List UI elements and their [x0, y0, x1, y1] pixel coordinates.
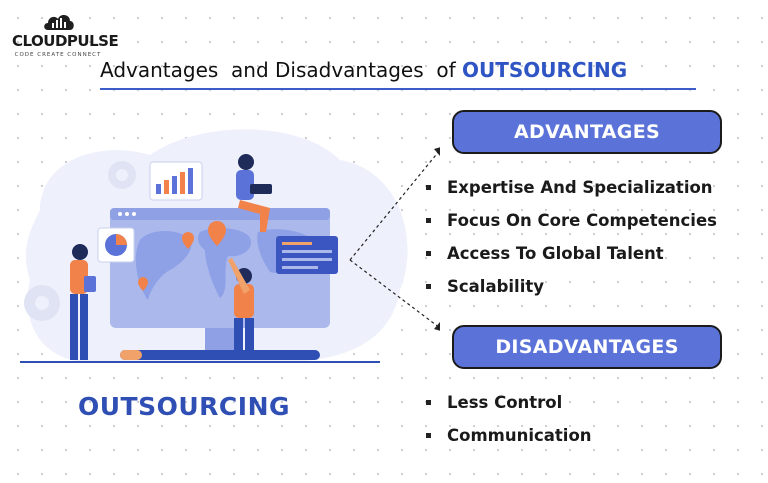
advantages-heading: ADVANTAGES — [452, 110, 722, 154]
dashed-arrow-connectors — [349, 149, 440, 329]
disadvantages-list: Less Control Communication — [426, 386, 592, 452]
bullet-icon — [426, 218, 431, 223]
outsourcing-label: OUTSOURCING — [78, 392, 291, 421]
person-with-laptop — [236, 154, 272, 232]
title-underline — [100, 88, 696, 90]
list-item: Communication — [426, 419, 592, 452]
cloud-logo-icon — [44, 15, 74, 30]
list-item-label: Focus On Core Competencies — [447, 211, 717, 230]
title-prefix: Advantages and Disadvantages of — [100, 58, 462, 82]
person-standing-left — [70, 244, 96, 360]
bullet-icon — [426, 400, 431, 405]
map-pin-icon — [138, 221, 226, 291]
list-item: Focus On Core Competencies — [426, 204, 717, 237]
bullet-icon — [426, 251, 431, 256]
bullet-icon — [426, 433, 431, 438]
title-highlight: OUTSOURCING — [461, 58, 628, 82]
list-item: Expertise And Specialization — [426, 171, 717, 204]
page-title: Advantages and Disadvantages of OUTSOURC… — [100, 58, 700, 92]
list-item: Access To Global Talent — [426, 237, 717, 270]
disadvantages-heading: DISADVANTAGES — [452, 325, 722, 369]
bullet-icon — [426, 185, 431, 190]
person-standing-right — [228, 258, 254, 360]
list-item: Scalability — [426, 270, 717, 303]
list-item-label: Less Control — [447, 393, 563, 412]
outsourcing-illustration — [20, 129, 440, 363]
advantages-list: Expertise And Specialization Focus On Co… — [426, 171, 717, 303]
list-item-label: Scalability — [447, 277, 545, 296]
list-item-label: Access To Global Talent — [447, 244, 664, 263]
pie-chart-card — [97, 227, 135, 263]
list-item-label: Expertise And Specialization — [447, 178, 713, 197]
logo-tagline: CODE CREATE CONNECT — [14, 52, 102, 58]
list-item: Less Control — [426, 386, 592, 419]
bar-chart-card — [149, 161, 203, 201]
bullet-icon — [426, 284, 431, 289]
arrow-head-icon — [434, 147, 440, 331]
cloudpulse-logo: CLOUDPULSE CODE CREATE CONNECT — [12, 10, 119, 66]
logo-name: CLOUDPULSE — [12, 32, 119, 50]
list-item-label: Communication — [447, 426, 592, 445]
info-card — [276, 236, 338, 274]
